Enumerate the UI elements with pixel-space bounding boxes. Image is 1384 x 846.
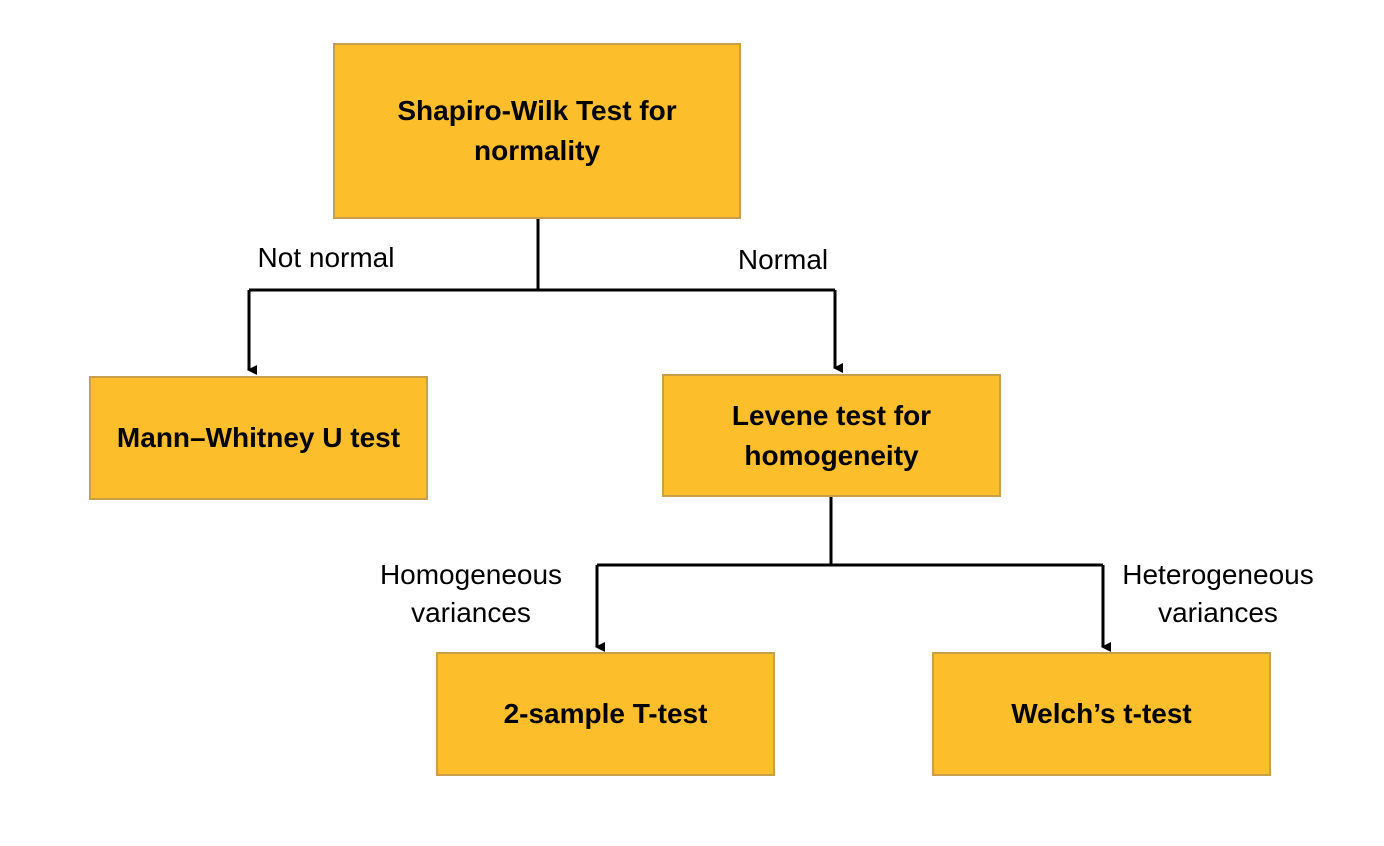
shapiro-wilk-label: Shapiro-Wilk Test for normality — [397, 95, 677, 166]
levene-label: Levene test for homogeneity — [731, 399, 932, 471]
welch-label: Welch’s t-test — [1011, 698, 1192, 729]
t-test-label: 2-sample T-test — [503, 698, 708, 729]
levene-node: Levene test for homogeneity — [662, 374, 1001, 497]
mann-whitney-node: Mann–Whitney U test — [89, 376, 428, 500]
edge-label-homogeneous: Homogeneous variances — [379, 559, 563, 628]
edge-label-heterogeneous: Heterogeneous variances — [1122, 559, 1314, 628]
t-test-node: 2-sample T-test — [436, 652, 775, 776]
mann-whitney-label: Mann–Whitney U test — [116, 422, 401, 453]
edge-label-not-normal: Not normal — [257, 242, 395, 273]
shapiro-wilk-node: Shapiro-Wilk Test for normality — [333, 43, 741, 219]
welch-node: Welch’s t-test — [932, 652, 1271, 776]
edge-label-normal: Normal — [737, 244, 829, 275]
